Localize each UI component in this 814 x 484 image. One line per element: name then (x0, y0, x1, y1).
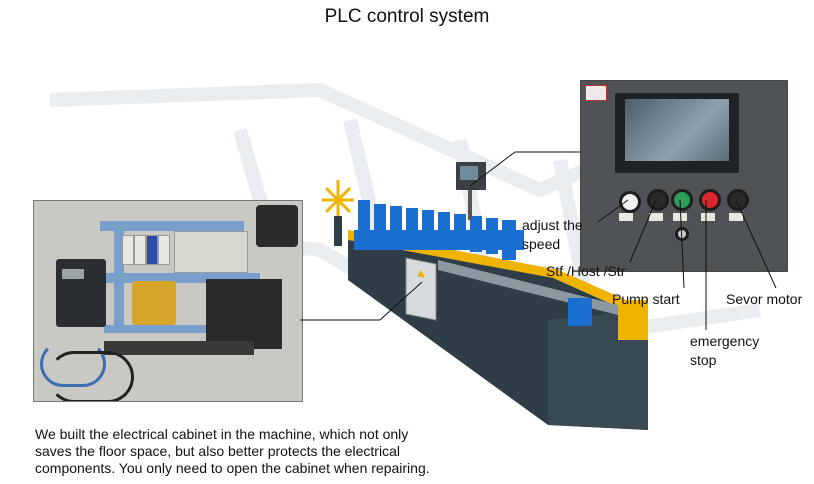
power-supply (174, 231, 248, 273)
page-title: PLC control system (324, 6, 490, 27)
caption-line-1: We built the electrical cabinet in the m… (35, 426, 409, 442)
warning-label (585, 85, 607, 101)
control-panel-photo (580, 80, 788, 272)
frequency-inverter (56, 259, 106, 327)
servo-motor-knob (727, 189, 749, 211)
label-sevor-motor: Sevor motor (726, 291, 803, 307)
speed-knob (619, 191, 641, 213)
touch-screen-hmi (615, 93, 739, 173)
transformer (132, 281, 176, 325)
pump-start-button (671, 189, 693, 211)
label-adjust-speed: adjust the speed (522, 217, 583, 252)
label-emergency-stop: emergency stop (690, 333, 760, 368)
roll-forming-machine (322, 162, 648, 430)
emergency-stop-button (699, 189, 721, 211)
servo-driver (206, 279, 282, 349)
cooling-fan (256, 205, 298, 247)
caption-line-2: saves the floor space, but also better p… (35, 443, 400, 459)
mode-selector-knob (647, 189, 669, 211)
label-pump-start: Pump start (612, 291, 680, 307)
terminal-block (104, 341, 254, 355)
label-stf-host-str: Stf /Host /Str (546, 263, 626, 279)
caption-line-3: components. You only need to open the ca… (35, 460, 430, 476)
caption-text: We built the electrical cabinet in the m… (35, 426, 515, 477)
electrical-cabinet-photo (33, 200, 303, 402)
